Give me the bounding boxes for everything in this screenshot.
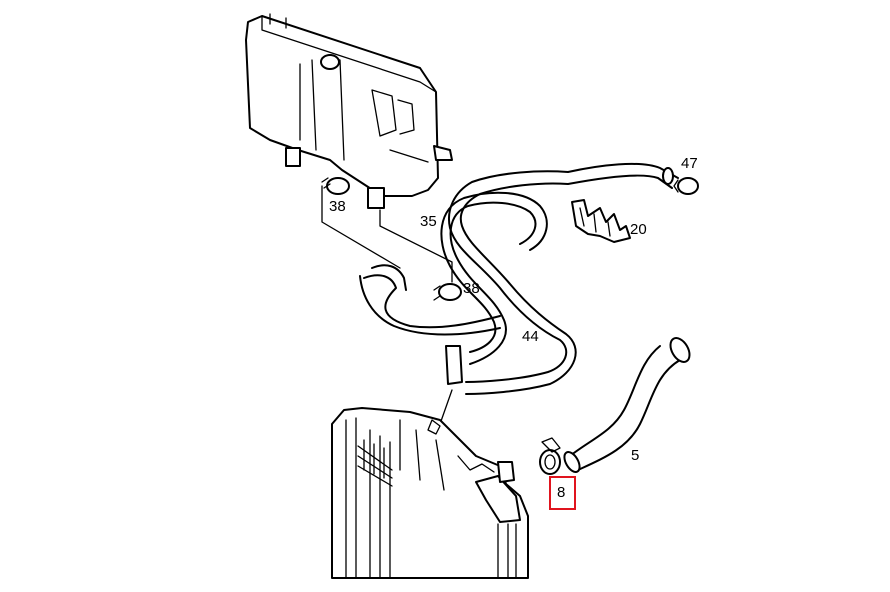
hose-44 [359, 191, 548, 385]
callout-5: 5 [631, 447, 639, 464]
callout-38-lower: 38 [463, 280, 480, 297]
callout-35: 35 [420, 213, 437, 230]
clamp-8 [539, 437, 561, 475]
callout-38-upper: 38 [329, 198, 346, 215]
clamp-38-lower [433, 283, 462, 301]
callout-44: 44 [522, 328, 539, 345]
callout-8[interactable]: 8 [557, 484, 565, 501]
highlight-box [549, 476, 576, 510]
clamp-47 [662, 167, 699, 195]
hose-5 [563, 337, 691, 473]
callout-20: 20 [630, 221, 647, 238]
callout-47: 47 [681, 155, 698, 172]
bracket-20 [571, 199, 631, 243]
expansion-tank [245, 13, 453, 209]
clamp-38-upper [321, 177, 350, 195]
leader-lines [321, 185, 453, 425]
radiator [331, 407, 529, 579]
callout-labels: 47 38 35 20 38 44 5 8 [329, 155, 698, 510]
hose-35 [448, 162, 679, 395]
